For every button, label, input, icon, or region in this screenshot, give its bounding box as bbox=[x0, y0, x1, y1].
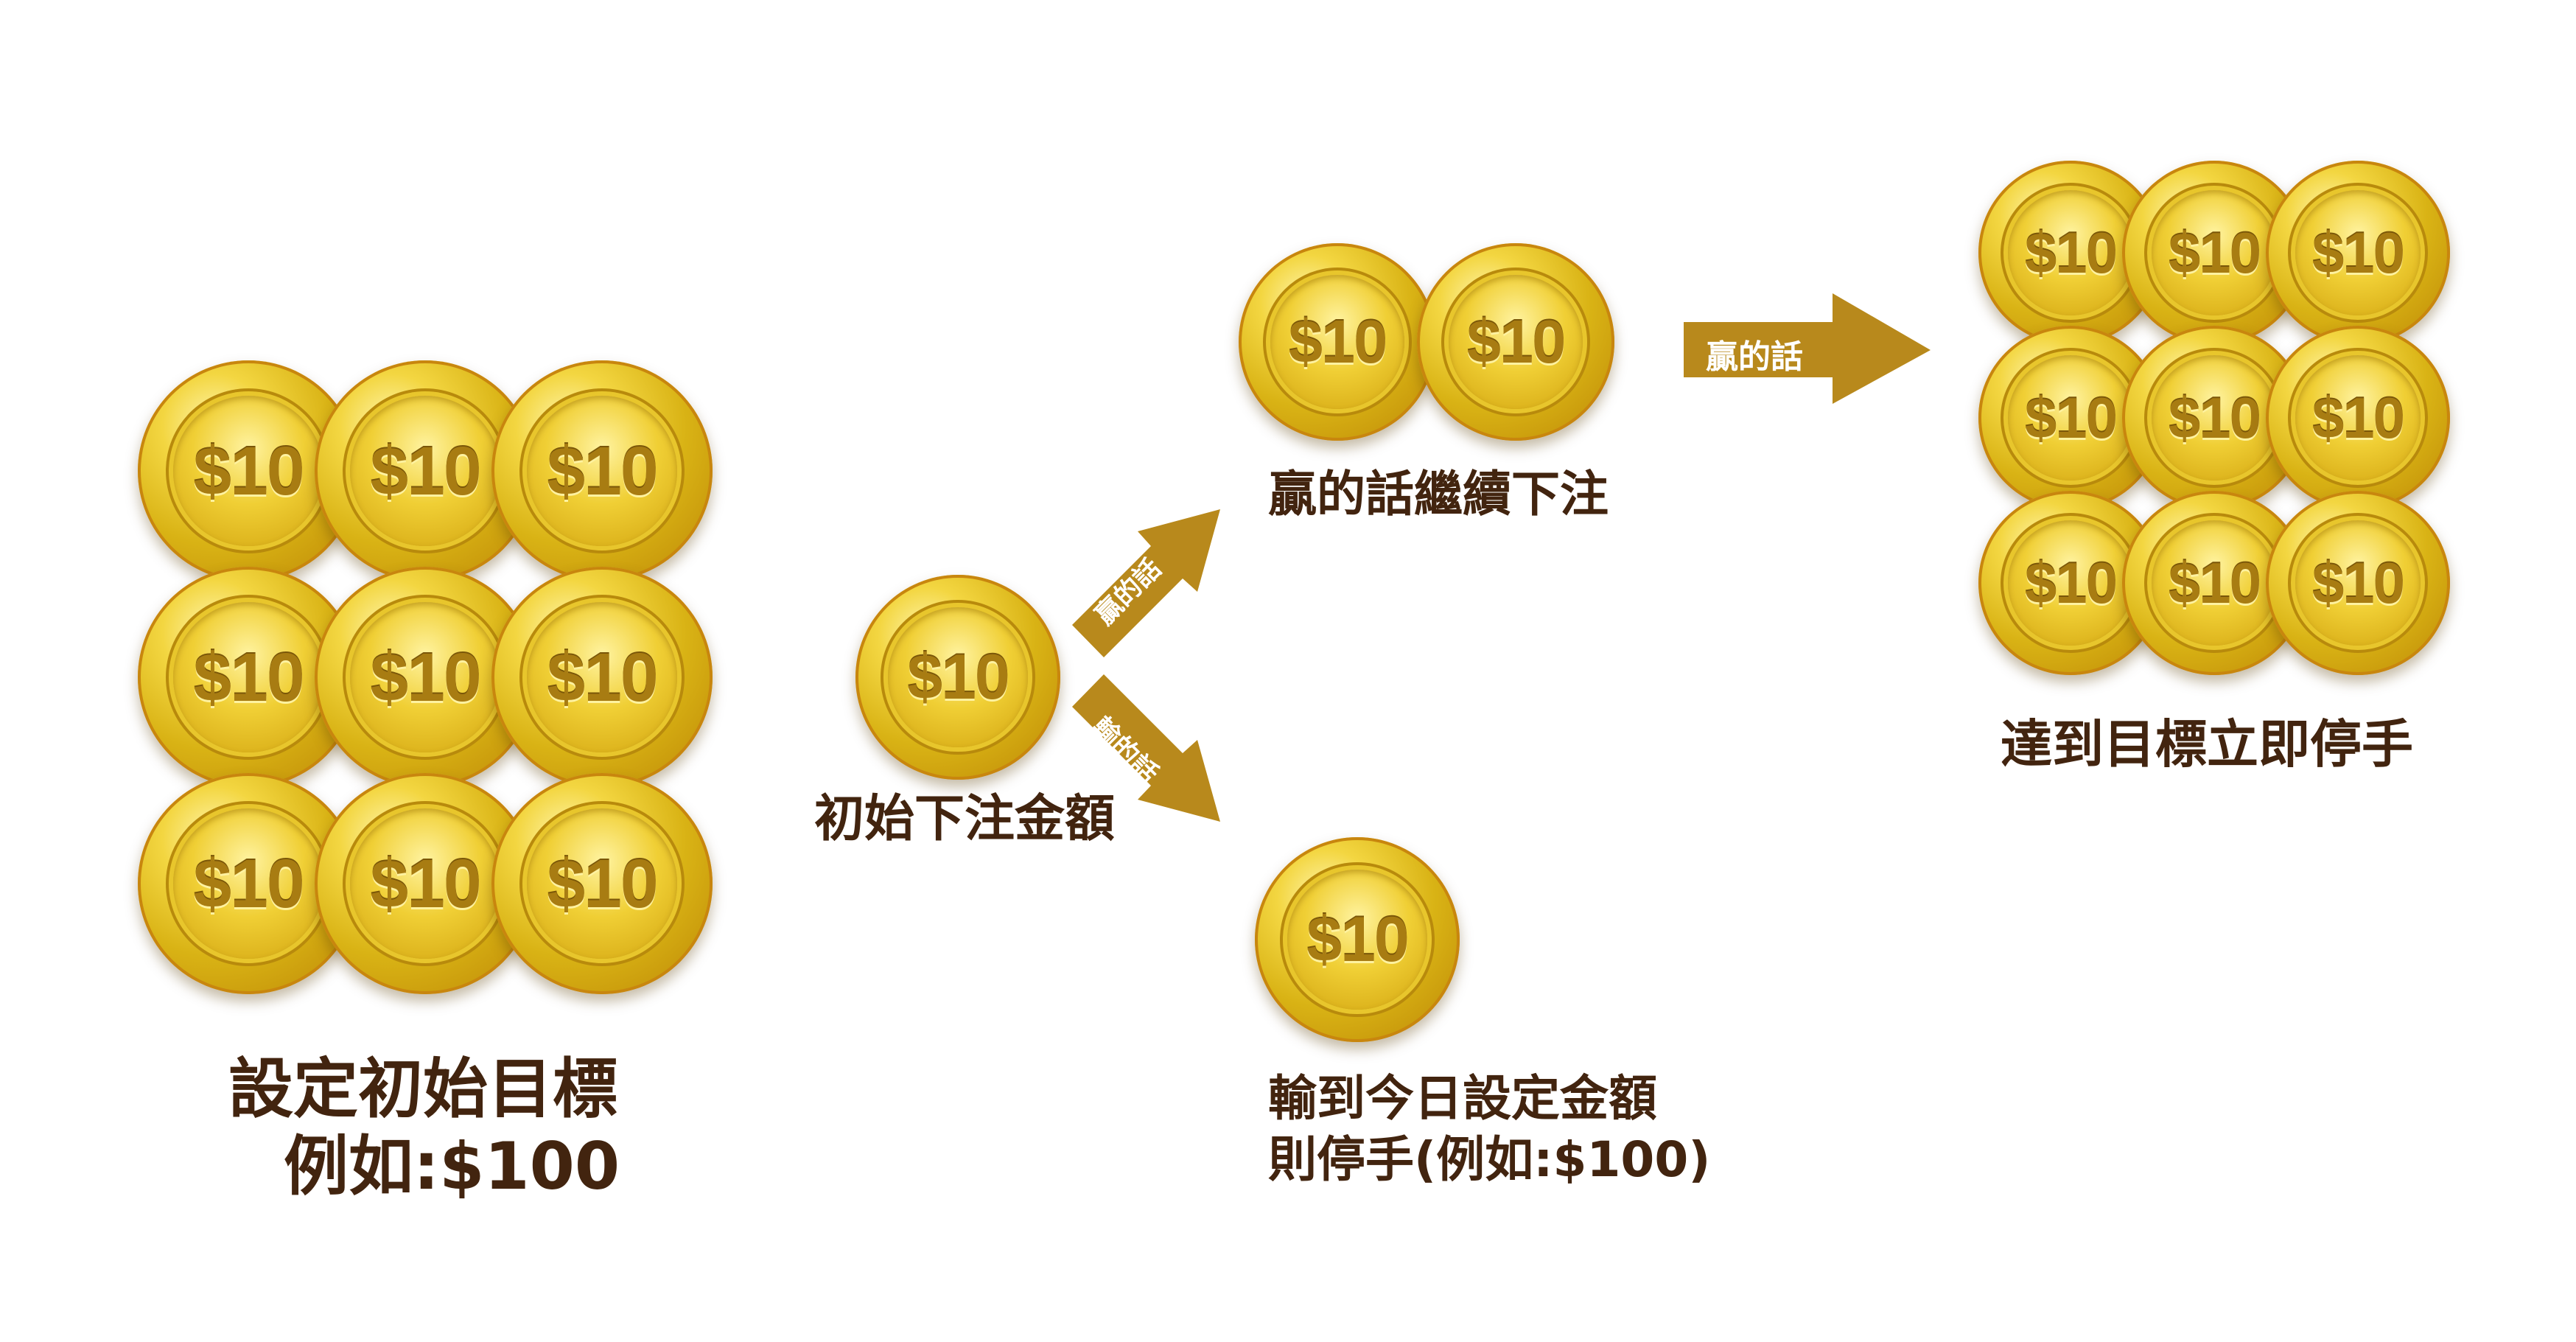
coin-value: $10 bbox=[1306, 904, 1409, 975]
initial-bet-coin: $10 bbox=[855, 575, 1060, 780]
coin-value: $10 bbox=[2024, 551, 2118, 615]
win-coin: $10 bbox=[1239, 243, 1436, 441]
coin-face: $10 bbox=[173, 602, 323, 752]
initial-target-example: 例如:$100 bbox=[284, 1128, 620, 1204]
coin-face: $10 bbox=[350, 602, 500, 752]
lose-label-line2: 則停手(例如:$100) bbox=[1268, 1131, 1711, 1188]
coin-face: $10 bbox=[527, 808, 677, 959]
win-label: 贏的話繼續下注 bbox=[1268, 466, 1609, 523]
coin-face: $10 bbox=[1270, 274, 1405, 410]
initial-target-coin: $10 bbox=[138, 360, 359, 581]
win-coin: $10 bbox=[1417, 243, 1614, 441]
initial-target-coin: $10 bbox=[491, 360, 713, 581]
coin-face: $10 bbox=[2295, 355, 2421, 480]
coin-value: $10 bbox=[193, 845, 304, 922]
win-arrow bbox=[1072, 509, 1220, 657]
initial-target-coin: $10 bbox=[315, 773, 536, 994]
coin-face: $10 bbox=[527, 602, 677, 752]
coin-value: $10 bbox=[2168, 551, 2261, 615]
goal-coin: $10 bbox=[2266, 326, 2450, 510]
initial-target-coin: $10 bbox=[491, 567, 713, 788]
coin-face: $10 bbox=[350, 396, 500, 546]
coin-face: $10 bbox=[2008, 520, 2133, 646]
coin-value: $10 bbox=[370, 432, 481, 509]
coin-value: $10 bbox=[193, 432, 304, 509]
lose-arrow bbox=[1072, 674, 1220, 822]
coin-face: $10 bbox=[888, 607, 1028, 747]
coin-value: $10 bbox=[2024, 220, 2118, 285]
coin-face: $10 bbox=[350, 808, 500, 959]
initial-target-coin: $10 bbox=[138, 773, 359, 994]
coin-face: $10 bbox=[2152, 355, 2277, 480]
coin-face: $10 bbox=[1448, 274, 1583, 410]
initial-target-coin: $10 bbox=[491, 773, 713, 994]
coin-value: $10 bbox=[907, 641, 1009, 713]
coin-value: $10 bbox=[2311, 220, 2405, 285]
coin-value: $10 bbox=[2311, 385, 2405, 450]
coin-value: $10 bbox=[2168, 220, 2261, 285]
coin-face: $10 bbox=[2008, 190, 2133, 315]
coin-face: $10 bbox=[1287, 870, 1427, 1010]
lose-label-line1: 輸到今日設定金額 bbox=[1268, 1070, 1657, 1127]
win-goal-arrow bbox=[1684, 293, 1931, 404]
coin-value: $10 bbox=[2311, 551, 2405, 615]
coin-value: $10 bbox=[547, 845, 658, 922]
coin-value: $10 bbox=[547, 638, 658, 716]
initial-target-coin: $10 bbox=[138, 567, 359, 788]
coin-value: $10 bbox=[1288, 307, 1387, 377]
coin-face: $10 bbox=[173, 396, 323, 546]
coin-face: $10 bbox=[2152, 520, 2277, 646]
coin-face: $10 bbox=[2295, 520, 2421, 646]
coin-face: $10 bbox=[2152, 190, 2277, 315]
goal-coin: $10 bbox=[2266, 491, 2450, 675]
initial-target-title: 設定初始目標 bbox=[228, 1051, 618, 1127]
coin-value: $10 bbox=[370, 638, 481, 716]
coin-value: $10 bbox=[547, 432, 658, 509]
goal-coin: $10 bbox=[2122, 491, 2306, 675]
coin-value: $10 bbox=[2024, 385, 2118, 450]
coin-face: $10 bbox=[2008, 355, 2133, 480]
coin-value: $10 bbox=[370, 845, 481, 922]
goal-coin: $10 bbox=[2266, 161, 2450, 345]
win-goal-arrow-label: 贏的話 bbox=[1706, 338, 1803, 376]
coin-face: $10 bbox=[527, 396, 677, 546]
initial-bet-label: 初始下注金額 bbox=[814, 790, 1116, 848]
coin-value: $10 bbox=[2168, 385, 2261, 450]
coin-face: $10 bbox=[2295, 190, 2421, 315]
goal-coin: $10 bbox=[1978, 491, 2163, 675]
lose-coin: $10 bbox=[1255, 837, 1460, 1042]
coin-face: $10 bbox=[173, 808, 323, 959]
goal-label: 達到目標立即停手 bbox=[2001, 714, 2413, 775]
coin-value: $10 bbox=[193, 638, 304, 716]
coin-value: $10 bbox=[1466, 307, 1566, 377]
